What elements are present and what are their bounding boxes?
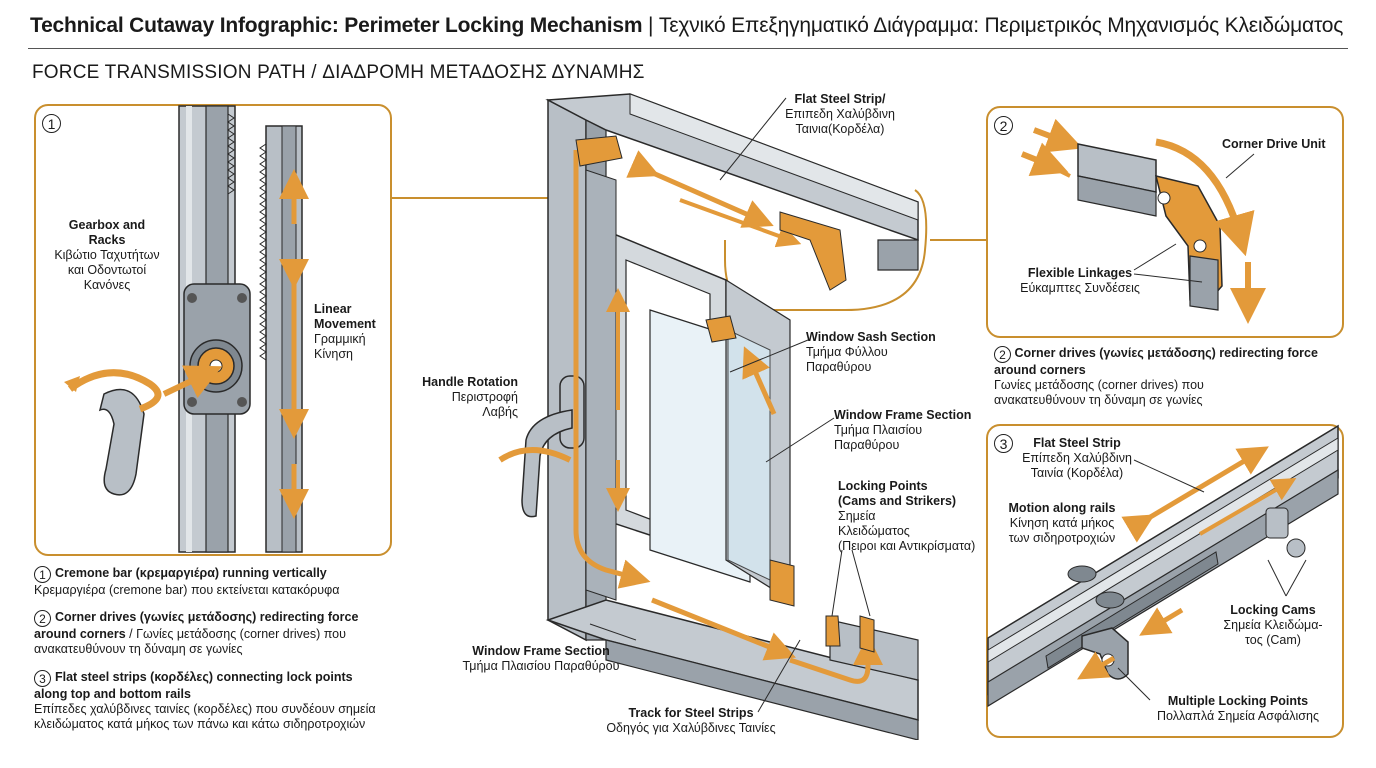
handle-label-en: Handle Rotation bbox=[422, 375, 518, 389]
panel3-strip-label: Flat Steel Strip Επίπεδη Χαλύβδινη Ταινί… bbox=[1002, 436, 1152, 481]
legend2-sep: / bbox=[125, 627, 137, 641]
linear-label-gr1: Γραμμική bbox=[314, 332, 366, 346]
gearbox-label-en1: Gearbox and bbox=[68, 218, 146, 232]
caption2-number-badge: 2 bbox=[994, 346, 1011, 363]
linear-label-gr2: Κίνηση bbox=[314, 347, 353, 361]
gearbox-label-en2: Racks bbox=[88, 233, 126, 247]
legend3-number-badge: 3 bbox=[34, 670, 51, 687]
corner-drive-unit-label: Corner Drive Unit bbox=[1222, 137, 1326, 152]
title-english: Technical Cutaway Infographic: Perimeter… bbox=[30, 14, 643, 37]
motion-label-en: Motion along rails bbox=[1008, 501, 1116, 515]
locking-cams-label: Locking Cams Σημεία Κλειδώμα- τος (Cam) bbox=[1216, 603, 1330, 648]
caption2-en2: around corners bbox=[994, 363, 1086, 377]
sash-label-gr1: Τμήμα Φύλλου bbox=[806, 345, 888, 359]
panel3-strip-gr2: Ταινία (Κορδέλα) bbox=[1030, 466, 1124, 480]
locking-label-gr1: Σημεία bbox=[838, 509, 876, 523]
legend2-en1: Corner drives (γωνίες μετάδοσης) redirec… bbox=[55, 610, 359, 624]
title-greek: Τεχνικό Επεξηγηματικό Διάγραμμα: Περιμετ… bbox=[658, 14, 1344, 37]
title-separator: | bbox=[647, 14, 654, 37]
window-cutaway-illustration bbox=[390, 93, 986, 740]
gearbox-label-gr3: Κανόνες bbox=[83, 278, 131, 292]
motion-label-gr1: Κίνηση κατά μήκος bbox=[1009, 516, 1115, 530]
panel3-strip-en: Flat Steel Strip bbox=[1033, 436, 1121, 450]
legend2-number-badge: 2 bbox=[34, 610, 51, 627]
flexible-label-en: Flexible Linkages bbox=[1027, 266, 1133, 280]
linear-label-en1: Linear bbox=[314, 302, 352, 316]
page-title: Technical Cutaway Infographic: Perimeter… bbox=[30, 14, 1343, 38]
legend1-number-badge: 1 bbox=[34, 566, 51, 583]
corner-drive-unit-text: Corner Drive Unit bbox=[1222, 137, 1326, 151]
flexible-linkages-label: Flexible Linkages Εύκαμπτες Συνδέσεις bbox=[1000, 266, 1160, 296]
legend3-gr1: Επίπεδες χαλύβδινες ταινίες (κορδέλες) π… bbox=[34, 702, 376, 716]
handle-rotation-label: Handle Rotation Περιστροφή Λαβής bbox=[408, 375, 518, 420]
corner-drive-illustration bbox=[1020, 118, 1266, 324]
handle-label-gr2: Λαβής bbox=[482, 405, 518, 419]
legend3-en1: Flat steel strips (κορδέλες) connecting … bbox=[55, 670, 353, 684]
frame-right-label-en: Window Frame Section bbox=[834, 408, 972, 422]
flat-steel-strip-label: Flat Steel Strip/ Επιπεδη Χαλύβδινη Ταιν… bbox=[770, 92, 910, 137]
track-label-gr: Οδηγός για Χαλύβδινες Ταινίες bbox=[606, 721, 776, 735]
panel2-number-badge: 2 bbox=[994, 116, 1013, 135]
locking-label-gr2: Κλειδώματος bbox=[838, 524, 910, 538]
panel3-strip-gr1: Επίπεδη Χαλύβδινη bbox=[1022, 451, 1132, 465]
legend2-gr2: ανακατευθύνουν τη δύναμη σε γωνίες bbox=[34, 642, 243, 656]
sash-label-gr2: Παραθύρου bbox=[806, 360, 872, 374]
linear-label-en2: Movement bbox=[314, 317, 376, 331]
track-label-en: Track for Steel Strips bbox=[628, 706, 754, 720]
sash-label-en: Window Sash Section bbox=[806, 330, 936, 344]
legend-item-1: 1 Cremone bar (κρεμαργιέρα) running verti… bbox=[34, 566, 339, 598]
legend3-gr2: κλειδώματος κατά μήκος των πάνω και κάτω… bbox=[34, 717, 366, 731]
handle-label-gr1: Περιστροφή bbox=[451, 390, 518, 404]
caption2-en1: Corner drives (γωνίες μετάδοσης) redirec… bbox=[1014, 346, 1318, 360]
multi-label-gr: Πολλαπλά Σημεία Ασφάλισης bbox=[1156, 709, 1319, 723]
legend1-en: Cremone bar (κρεμαργιέρα) running vertic… bbox=[55, 566, 327, 580]
track-label: Track for Steel Strips Οδηγός για Χαλύβδ… bbox=[606, 706, 776, 736]
frame-right-label-gr2: Παραθύρου bbox=[834, 438, 900, 452]
caption2-gr1: Γωνίες μετάδοσης (corner drives) που bbox=[994, 378, 1204, 392]
gearbox-label-gr1: Κιβώτιο Ταχυτήτων bbox=[54, 248, 160, 262]
gearbox-label: Gearbox and Racks Κιβώτιο Ταχυτήτων και … bbox=[42, 218, 172, 293]
legend3-en2: along top and bottom rails bbox=[34, 687, 191, 701]
legend1-gr: Κρεμαργιέρα (cremone bar) που εκτείνεται… bbox=[34, 583, 340, 597]
cams-label-gr1: Σημεία Κλειδώμα- bbox=[1223, 618, 1323, 632]
window-frame-right-label: Window Frame Section Τμήμα Πλαισίου Παρα… bbox=[834, 408, 971, 453]
caption2-gr2: ανακατευθύνουν τη δύναμη σε γωνίες bbox=[994, 393, 1203, 407]
frame-bottom-label-en: Window Frame Section bbox=[472, 644, 610, 658]
cremone-illustration bbox=[64, 105, 309, 553]
window-sash-label: Window Sash Section Τμήμα Φύλλου Παραθύρ… bbox=[806, 330, 936, 375]
legend2-en2: around corners bbox=[34, 627, 126, 641]
flat-strip-label-gr2: Ταινια(Κορδέλα) bbox=[795, 122, 885, 136]
cams-label-en: Locking Cams bbox=[1230, 603, 1316, 617]
flat-strip-label-gr1: Επιπεδη Χαλύβδινη bbox=[785, 107, 895, 121]
flexible-label-gr: Εύκαμπτες Συνδέσεις bbox=[1020, 281, 1140, 295]
motion-label-gr2: των σιδηροτροχιών bbox=[1008, 531, 1116, 545]
window-frame-bottom-label: Window Frame Section Τμήμα Πλαισίου Παρα… bbox=[446, 644, 636, 674]
steel-strip-illustration bbox=[987, 424, 1339, 708]
title-divider bbox=[28, 48, 1348, 49]
legend-item-2: 2 Corner drives (γωνίες μετάδοσης) redire… bbox=[34, 610, 358, 657]
locking-points-label: Locking Points (Cams and Strikers) Σημεί… bbox=[838, 479, 975, 554]
legend-item-3: 3 Flat steel strips (κορδέλες) connecting… bbox=[34, 670, 376, 732]
locking-label-en1: Locking Points bbox=[838, 479, 928, 493]
multi-label-en: Multiple Locking Points bbox=[1167, 694, 1309, 708]
frame-right-label-gr1: Τμήμα Πλαισίου bbox=[834, 423, 923, 437]
locking-label-en2: (Cams and Strikers) bbox=[838, 494, 957, 508]
multiple-locking-points-label: Multiple Locking Points Πολλαπλά Σημεία … bbox=[1148, 694, 1328, 724]
linear-movement-label: Linear Movement Γραμμική Κίνηση bbox=[314, 302, 376, 362]
panel3-number-badge: 3 bbox=[994, 434, 1013, 453]
locking-label-gr3: (Πειροι και Αντικρίσματα) bbox=[838, 539, 976, 553]
motion-along-rails-label: Motion along rails Κίνηση κατά μήκος των… bbox=[1000, 501, 1124, 546]
frame-bottom-label-gr: Τμήμα Πλαισίου Παραθύρου bbox=[462, 659, 620, 673]
corner-drive-caption: 2 Corner drives (γωνίες μετάδοσης) redir… bbox=[994, 346, 1318, 408]
legend2-gr1: Γωνίες μετάδοσης (corner drives) που bbox=[136, 627, 346, 641]
panel1-number-badge: 1 bbox=[42, 114, 61, 133]
flat-strip-label-en: Flat Steel Strip/ bbox=[794, 92, 886, 106]
gearbox-label-gr2: και Οδοντωτοί bbox=[67, 263, 147, 277]
cams-label-gr2: τος (Cam) bbox=[1245, 633, 1301, 647]
page-subtitle: FORCE TRANSMISSION PATH / ΔΙΑΔΡΟΜΗ ΜΕΤΑΔ… bbox=[32, 62, 645, 83]
